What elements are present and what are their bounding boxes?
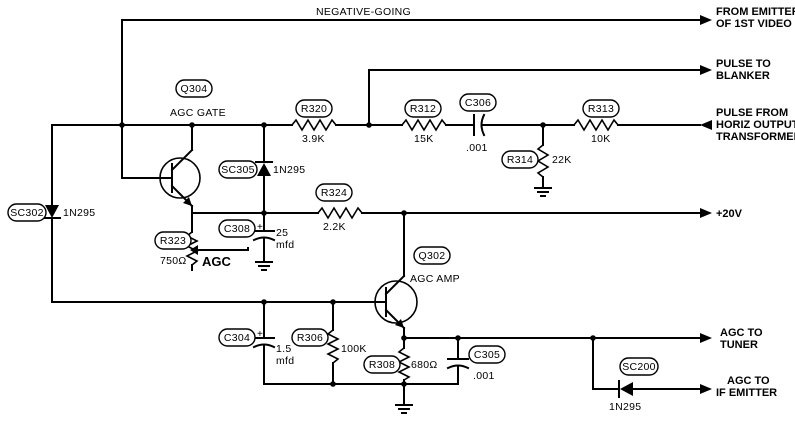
c304-r306-network: + [252, 301, 459, 385]
r323-value: 750Ω [160, 255, 187, 267]
pulse-from-label-3: TRANSFORMER [716, 131, 795, 143]
c305-value: .001 [473, 370, 495, 382]
svg-text:+: + [257, 222, 263, 233]
q302-name: AGC AMP [410, 273, 460, 285]
svg-text:SC200: SC200 [622, 361, 656, 373]
svg-text:C306: C306 [465, 97, 491, 109]
from-emitter-label-2: OF 1ST VIDEO [716, 18, 792, 30]
svg-text:C304: C304 [224, 332, 250, 344]
c306-value: .001 [466, 142, 488, 154]
ref-r308: R308 [363, 355, 401, 374]
r313-value: 10K [591, 133, 611, 145]
r312-value: 15K [414, 133, 434, 145]
svg-text:R314: R314 [507, 154, 533, 166]
pulse-from-label-1: PULSE FROM [716, 107, 788, 119]
pulse-from-label-2: HORIZ OUTPUT [716, 119, 795, 131]
ref-q302: Q302 [413, 246, 451, 265]
svg-text:R323: R323 [160, 235, 186, 247]
r323-control-label: AGC [202, 254, 232, 269]
r320-value: 3.9K [302, 133, 325, 145]
wire-main-bus [51, 113, 712, 137]
from-emitter-label-1: FROM EMITTER [716, 6, 795, 18]
r308-value: 680Ω [411, 359, 438, 371]
r314-value: 22K [552, 154, 572, 166]
sc305-value: 1N295 [273, 164, 305, 176]
ref-r306: R306 [291, 328, 329, 347]
ref-sc305: SC305 [218, 160, 258, 179]
c304-value-1: 1.5 [276, 343, 292, 355]
svg-text:+: + [257, 329, 263, 340]
agc-if-label-1: AGC TO [727, 375, 770, 387]
r308-c305-network [395, 337, 470, 414]
ref-r320: R320 [295, 99, 333, 118]
ref-c305: C305 [468, 345, 506, 364]
svg-text:Q302: Q302 [419, 250, 446, 262]
agc-tuner-label-2: TUNER [720, 339, 758, 351]
ref-sc302: SC302 [7, 203, 47, 222]
ref-r314: R314 [501, 150, 539, 169]
sc302-value: 1N295 [63, 207, 95, 219]
pulse-blanker-label-2: BLANKER [716, 70, 770, 82]
plus20v-label: +20V [716, 208, 743, 220]
agc-if-label-2: IF EMITTER [716, 387, 777, 399]
svg-text:C308: C308 [224, 223, 250, 235]
c308-capacitor: + [252, 212, 276, 271]
svg-text:R308: R308 [369, 359, 395, 371]
pulse-blanker-label-1: PULSE TO [716, 58, 771, 70]
ref-sc200: SC200 [619, 357, 659, 376]
sc305-diode [255, 124, 273, 214]
ref-r312: R312 [404, 99, 442, 118]
svg-text:SC305: SC305 [221, 164, 255, 176]
r306-value: 100K [341, 343, 367, 355]
sc200-value: 1N295 [609, 401, 641, 413]
svg-text:C305: C305 [474, 349, 500, 361]
ref-c308: C308 [218, 219, 256, 238]
ref-r324: R324 [315, 183, 353, 202]
q304-name: AGC GATE [170, 107, 226, 119]
svg-text:SC302: SC302 [10, 207, 44, 219]
svg-text:R313: R313 [588, 103, 614, 115]
r324-value: 2.2K [323, 221, 346, 233]
wire-pulse-to-blanker [368, 65, 712, 126]
c304-value-2: mfd [276, 355, 294, 367]
c308-value-2: mfd [276, 239, 294, 251]
ref-r323: R323 [154, 231, 192, 250]
svg-text:Q304: Q304 [181, 83, 208, 95]
negative-going-label: NEGATIVE-GOING [316, 6, 411, 18]
wire-plus20v [191, 206, 712, 220]
svg-text:R324: R324 [321, 187, 347, 199]
wire-agc-to-tuner [403, 333, 712, 343]
sc302-diode [43, 124, 377, 303]
ref-r313: R313 [582, 99, 620, 118]
svg-text:R320: R320 [301, 103, 327, 115]
wire-negative-going [121, 15, 712, 126]
ref-c304: C304 [218, 328, 256, 347]
sc200-diode [592, 337, 712, 398]
c308-value-1: 25 [276, 227, 288, 239]
ref-q304: Q304 [175, 79, 213, 98]
q302-transistor [374, 212, 418, 339]
q304-transistor [121, 124, 201, 214]
svg-text:R312: R312 [410, 103, 436, 115]
svg-text:R306: R306 [297, 332, 323, 344]
agc-tuner-label-1: AGC TO [720, 327, 763, 339]
ref-c306: C306 [459, 93, 497, 112]
